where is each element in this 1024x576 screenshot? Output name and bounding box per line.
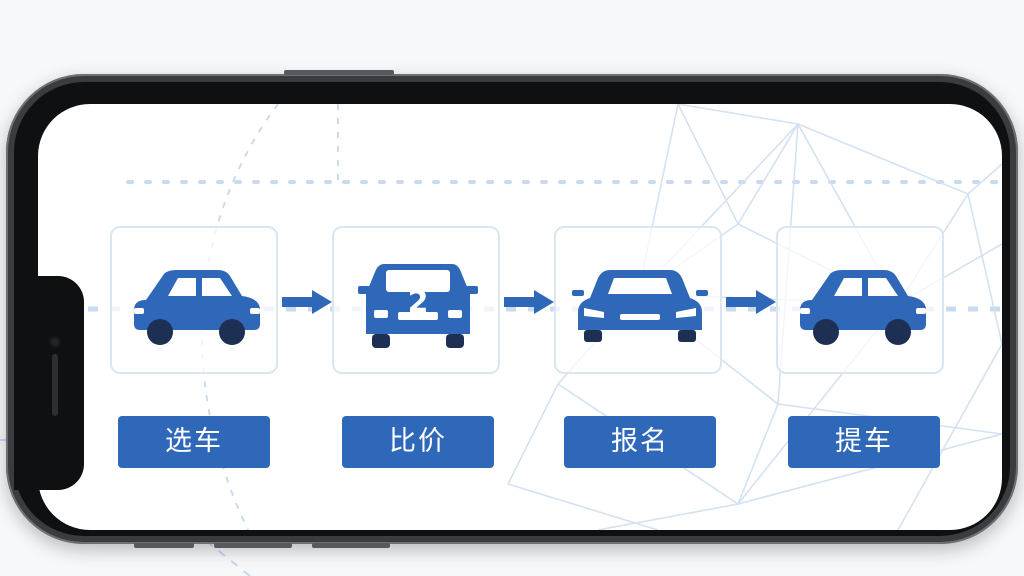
- phone-screen: 2: [38, 104, 1002, 530]
- phone-frame: 2: [6, 70, 1018, 548]
- car-side-icon: [800, 270, 926, 345]
- arrow-right-icon: [282, 290, 332, 314]
- step-label-sign-up: 报名: [564, 416, 716, 468]
- step-card-3: [554, 226, 722, 374]
- step-label-select-car: 选车: [118, 416, 270, 468]
- step-label-pick-up-car: 提车: [788, 416, 940, 468]
- step-card-1: [110, 226, 278, 374]
- phone-bottom-button-2: [214, 543, 292, 548]
- phone-top-button: [284, 70, 394, 75]
- camera-icon: [49, 336, 61, 348]
- svg-text:2: 2: [408, 285, 429, 320]
- arrow-right-icon: [726, 290, 776, 314]
- car-side-icon: [134, 270, 260, 345]
- car-rear-price-icon: 2: [358, 264, 478, 348]
- step-label-compare-price: 比价: [342, 416, 494, 468]
- phone-bezel: 2: [14, 82, 1010, 536]
- phone-bottom-button-1: [134, 543, 194, 548]
- step-card-4: [776, 226, 944, 374]
- speaker-icon: [52, 354, 58, 416]
- phone-notch: [14, 276, 84, 490]
- arrow-right-icon: [504, 290, 554, 314]
- phone-bottom-button-3: [312, 543, 390, 548]
- car-front-icon: [572, 270, 708, 342]
- step-card-2: 2: [332, 226, 500, 374]
